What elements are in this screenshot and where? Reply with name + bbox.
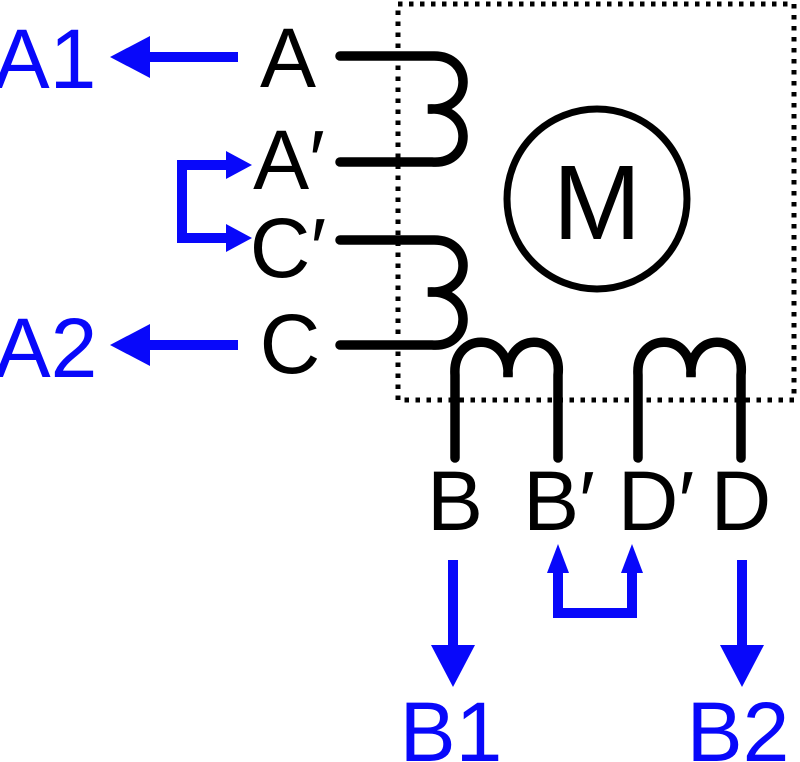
terminal-labels: M A A′ C′ C B B′ D′ D <box>250 11 772 548</box>
motor-symbol-circle <box>503 105 691 293</box>
lead-label-a2: A2 <box>0 301 97 395</box>
terminal-label-a-prime: A′ <box>253 113 325 207</box>
a-prime-c-prime-link-bracket <box>177 160 228 243</box>
coil-phase-b <box>450 337 563 463</box>
lead-label-b1: B1 <box>400 685 503 762</box>
terminal-label-b: B <box>427 454 483 548</box>
coil-phase-c <box>335 235 468 350</box>
lead-arrow-shafts <box>146 52 747 648</box>
coil-phase-d <box>633 337 746 463</box>
terminal-label-d: D <box>711 454 772 548</box>
link-to-c-prime-arrowhead-icon <box>226 224 252 252</box>
terminal-label-a: A <box>260 11 316 105</box>
motor-housing-outline <box>395 1 797 403</box>
terminal-label-d-prime: D′ <box>618 454 694 548</box>
a1-left-arrowhead-icon <box>110 36 150 78</box>
link-to-b-prime-arrowhead-icon <box>547 544 569 573</box>
motor-label: M <box>553 144 641 262</box>
link-to-a-prime-arrowhead-icon <box>226 151 252 179</box>
link-to-d-prime-arrowhead-icon <box>621 544 643 573</box>
terminal-label-c: C <box>260 297 321 391</box>
winding-wires <box>335 51 746 463</box>
a2-left-arrowhead-icon <box>110 324 150 366</box>
coil-phase-a <box>335 51 468 167</box>
lead-arrow-heads <box>110 36 764 687</box>
lead-label-a1: A1 <box>0 12 96 106</box>
b-prime-d-prime-link-bracket <box>553 568 637 618</box>
lead-labels: A1 A2 B1 B2 <box>0 12 789 762</box>
b2-down-arrowhead-icon <box>720 645 764 687</box>
terminal-label-b-prime: B′ <box>523 454 595 548</box>
terminal-label-c-prime: C′ <box>250 201 326 295</box>
lead-label-b2: B2 <box>687 685 790 762</box>
b1-down-arrowhead-icon <box>431 645 475 687</box>
